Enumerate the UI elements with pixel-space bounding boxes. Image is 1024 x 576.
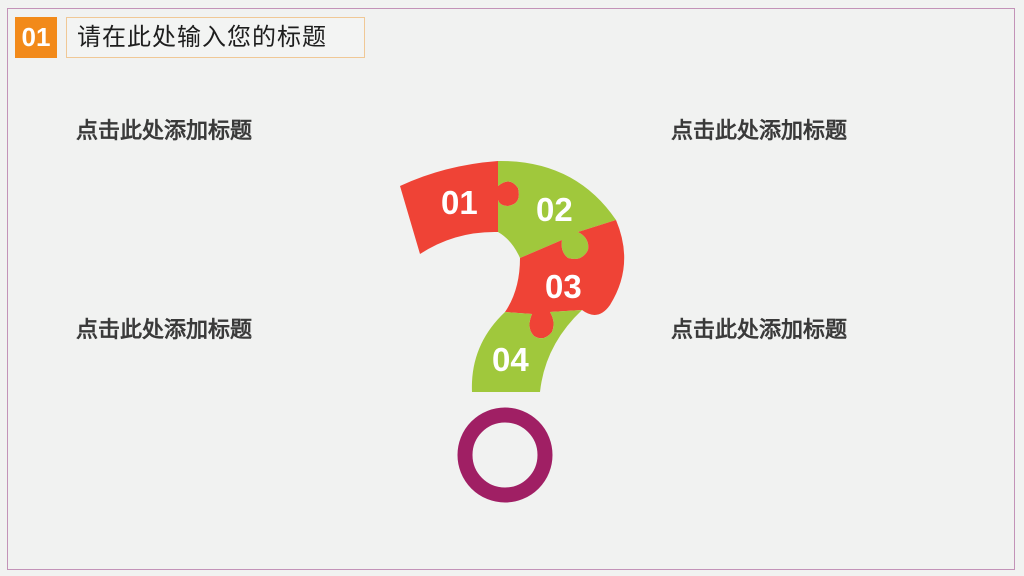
puzzle-piece-04 xyxy=(471,310,582,392)
slide-frame-border xyxy=(7,8,1015,570)
piece-label-03: 03 xyxy=(545,268,582,305)
subtitle-top-right[interactable]: 点击此处添加标题 xyxy=(671,119,848,144)
piece-label-04: 04 xyxy=(492,341,529,378)
puzzle-piece-02 xyxy=(498,160,616,259)
piece-label-01: 01 xyxy=(441,184,478,221)
subtitle-bottom-left[interactable]: 点击此处添加标题 xyxy=(76,318,253,343)
piece-label-02: 02 xyxy=(536,191,573,228)
section-number-badge: 01 xyxy=(15,17,57,58)
page-title[interactable]: 请在此处输入您的标题 xyxy=(66,17,365,58)
puzzle-piece-03 xyxy=(505,220,625,339)
subtitle-bottom-right[interactable]: 点击此处添加标题 xyxy=(671,318,848,343)
ring-icon xyxy=(457,407,553,503)
puzzle-piece-01 xyxy=(400,161,519,254)
subtitle-top-left[interactable]: 点击此处添加标题 xyxy=(76,119,253,144)
